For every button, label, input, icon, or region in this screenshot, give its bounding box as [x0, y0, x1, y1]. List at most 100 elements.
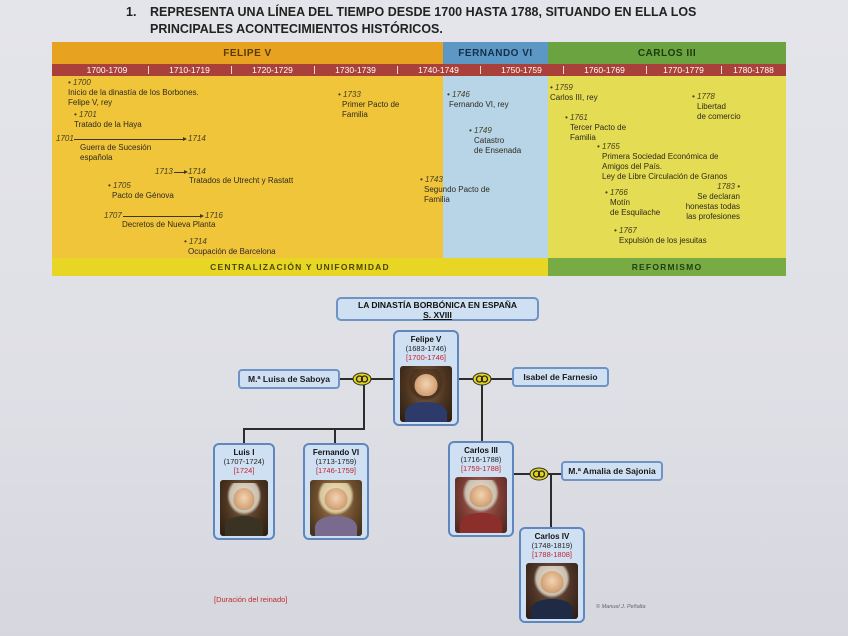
event-year: 1783 • — [680, 182, 740, 192]
king-name: Luis I — [215, 448, 273, 457]
event-text: Segundo Pacto de — [420, 185, 490, 195]
king-lifespan: (1716-1788) — [450, 455, 512, 464]
spouse-maria-amalia: M.ª Amalia de Sajonia — [561, 461, 663, 481]
reign-fernando-vi: FERNANDO VI — [443, 42, 548, 64]
reign-carlos-iii: CARLOS III — [548, 42, 786, 64]
event-1733: • 1733 Primer Pacto de Familia — [338, 90, 399, 120]
event-year: 1707 — [104, 211, 122, 220]
decade-label: 1780-1788 — [721, 64, 786, 76]
event-text: Tratado de la Haya — [74, 120, 142, 130]
event-guerra-end-year: 1714 — [188, 134, 206, 144]
portrait-carlos-iv — [526, 563, 578, 619]
king-reign: [1759-1788] — [450, 464, 512, 473]
decade-label: 1710-1719 — [148, 64, 231, 76]
event-text: Pacto de Génova — [108, 191, 174, 201]
event-1766: • 1766 Motín de Esquilache — [605, 188, 660, 218]
event-text: Expulsión de los jesuitas — [614, 236, 707, 246]
event-year: 1701 — [56, 134, 74, 143]
decade-label: 1750-1759 — [480, 64, 563, 76]
spouse-isabel-farnesio: Isabel de Farnesio — [512, 367, 609, 387]
spouse-maria-luisa: M.ª Luisa de Saboya — [238, 369, 340, 389]
event-utrecht: Tratados de Utrecht y Rastatt — [189, 176, 293, 186]
timeline: FELIPE V FERNANDO VI CARLOS III 1700-170… — [52, 42, 786, 276]
decade-label: 1760-1769 — [563, 64, 646, 76]
exercise-text: REPRESENTA UNA LÍNEA DEL TIEMPO DESDE 17… — [150, 4, 760, 38]
event-text: Familia — [338, 110, 399, 120]
event-text: las profesiones — [680, 212, 740, 222]
arrow-guerra — [74, 139, 184, 140]
connector-line — [550, 474, 552, 528]
event-year: • 1778 — [692, 92, 741, 102]
event-utrecht-start-year: 1713 — [155, 167, 173, 177]
event-year: • 1766 — [605, 188, 660, 198]
king-name: Felipe V — [395, 335, 457, 344]
event-1714-barcelona: • 1714 Ocupación de Barcelona — [184, 237, 276, 257]
king-reign: [1788-1808] — [521, 550, 583, 559]
decade-label: 1700-1709 — [60, 64, 154, 76]
event-text: Catastro — [469, 136, 521, 146]
event-1759: • 1759 Carlos III, rey — [550, 83, 598, 103]
reign-felipe-v: FELIPE V — [52, 42, 443, 64]
king-reign: [1724] — [215, 466, 273, 475]
event-1743: • 1743 Segundo Pacto de Familia — [420, 175, 490, 205]
king-lifespan: (1683-1746) — [395, 344, 457, 353]
event-text: Libertad — [692, 102, 741, 112]
dynasty-title-line: S. XVIII — [338, 310, 537, 320]
king-card-carlos-iii: Carlos III (1716-1788) [1759-1788] — [448, 441, 514, 537]
event-text: de Esquilache — [605, 208, 660, 218]
event-text: Se declaran — [680, 192, 740, 202]
event-text: Inicio de la dinastía de los Borbones. — [68, 88, 199, 98]
event-year: • 1761 — [565, 113, 626, 123]
event-text: española — [80, 153, 151, 163]
king-reign: [1746-1759] — [305, 466, 367, 475]
event-guerra-start-year: 1701 — [56, 134, 74, 144]
marriage-rings-icon — [352, 372, 372, 386]
dynasty-title: LA DINASTÍA BORBÓNICA EN ESPAÑA S. XVIII — [336, 297, 539, 321]
event-text: de Ensenada — [469, 146, 521, 156]
event-1749: • 1749 Catastro de Ensenada — [469, 126, 521, 156]
event-text: Ocupación de Barcelona — [184, 247, 276, 257]
event-1700: • 1700 Inicio de la dinastía de los Borb… — [68, 78, 199, 108]
decade-bar: 1700-1709 1710-1719 1720-1729 1730-1739 … — [52, 64, 786, 76]
king-card-fernando-vi: Fernando VI (1713-1759) [1746-1759] — [303, 443, 369, 540]
event-text: Amigos del País. — [597, 162, 727, 172]
king-reign: [1700-1746] — [395, 353, 457, 362]
event-year: • 1733 — [338, 90, 399, 100]
band-fernando — [443, 42, 548, 276]
king-name: Carlos III — [450, 446, 512, 455]
event-text: Fernando VI, rey — [447, 100, 509, 110]
event-year: • 1767 — [614, 226, 707, 236]
event-year: • 1746 — [447, 90, 509, 100]
portrait-luis-i — [220, 480, 268, 536]
event-text: de comercio — [692, 112, 741, 122]
event-text: Tratados de Utrecht y Rastatt — [189, 176, 293, 186]
event-text: Motín — [605, 198, 660, 208]
footer-centralizacion: CENTRALIZACIÓN Y UNIFORMIDAD — [52, 258, 548, 276]
event-year: • 1700 — [68, 78, 199, 88]
arrow-nueva-planta — [123, 216, 201, 217]
event-text: Tercer Pacto de — [565, 123, 626, 133]
reign-duration-note: [Duración del reinado] — [214, 595, 287, 604]
event-1765: • 1765 Primera Sociedad Económica de Ami… — [597, 142, 727, 182]
decade-label: 1720-1729 — [231, 64, 314, 76]
portrait-felipe-v — [400, 366, 452, 422]
event-text: Familia — [420, 195, 490, 205]
event-text: Decretos de Nueva Planta — [122, 220, 215, 230]
marriage-rings-icon — [529, 467, 549, 481]
event-year: • 1743 — [420, 175, 490, 185]
connector-line — [243, 428, 365, 430]
event-1767: • 1767 Expulsión de los jesuitas — [614, 226, 707, 246]
event-year: • 1749 — [469, 126, 521, 136]
arrow-utrecht — [174, 172, 185, 173]
event-year: 1714 — [188, 167, 206, 176]
connector-line — [481, 379, 483, 442]
event-year: 1713 — [155, 167, 173, 176]
king-card-luis-i: Luis I (1707-1724) [1724] — [213, 443, 275, 540]
event-text: Carlos III, rey — [550, 93, 598, 103]
decade-label: 1770-1779 — [646, 64, 721, 76]
event-year: • 1714 — [184, 237, 276, 247]
king-name: Fernando VI — [305, 448, 367, 457]
portrait-fernando-vi — [310, 480, 362, 536]
event-year: • 1705 — [108, 181, 174, 191]
decade-label: 1740-1749 — [397, 64, 480, 76]
